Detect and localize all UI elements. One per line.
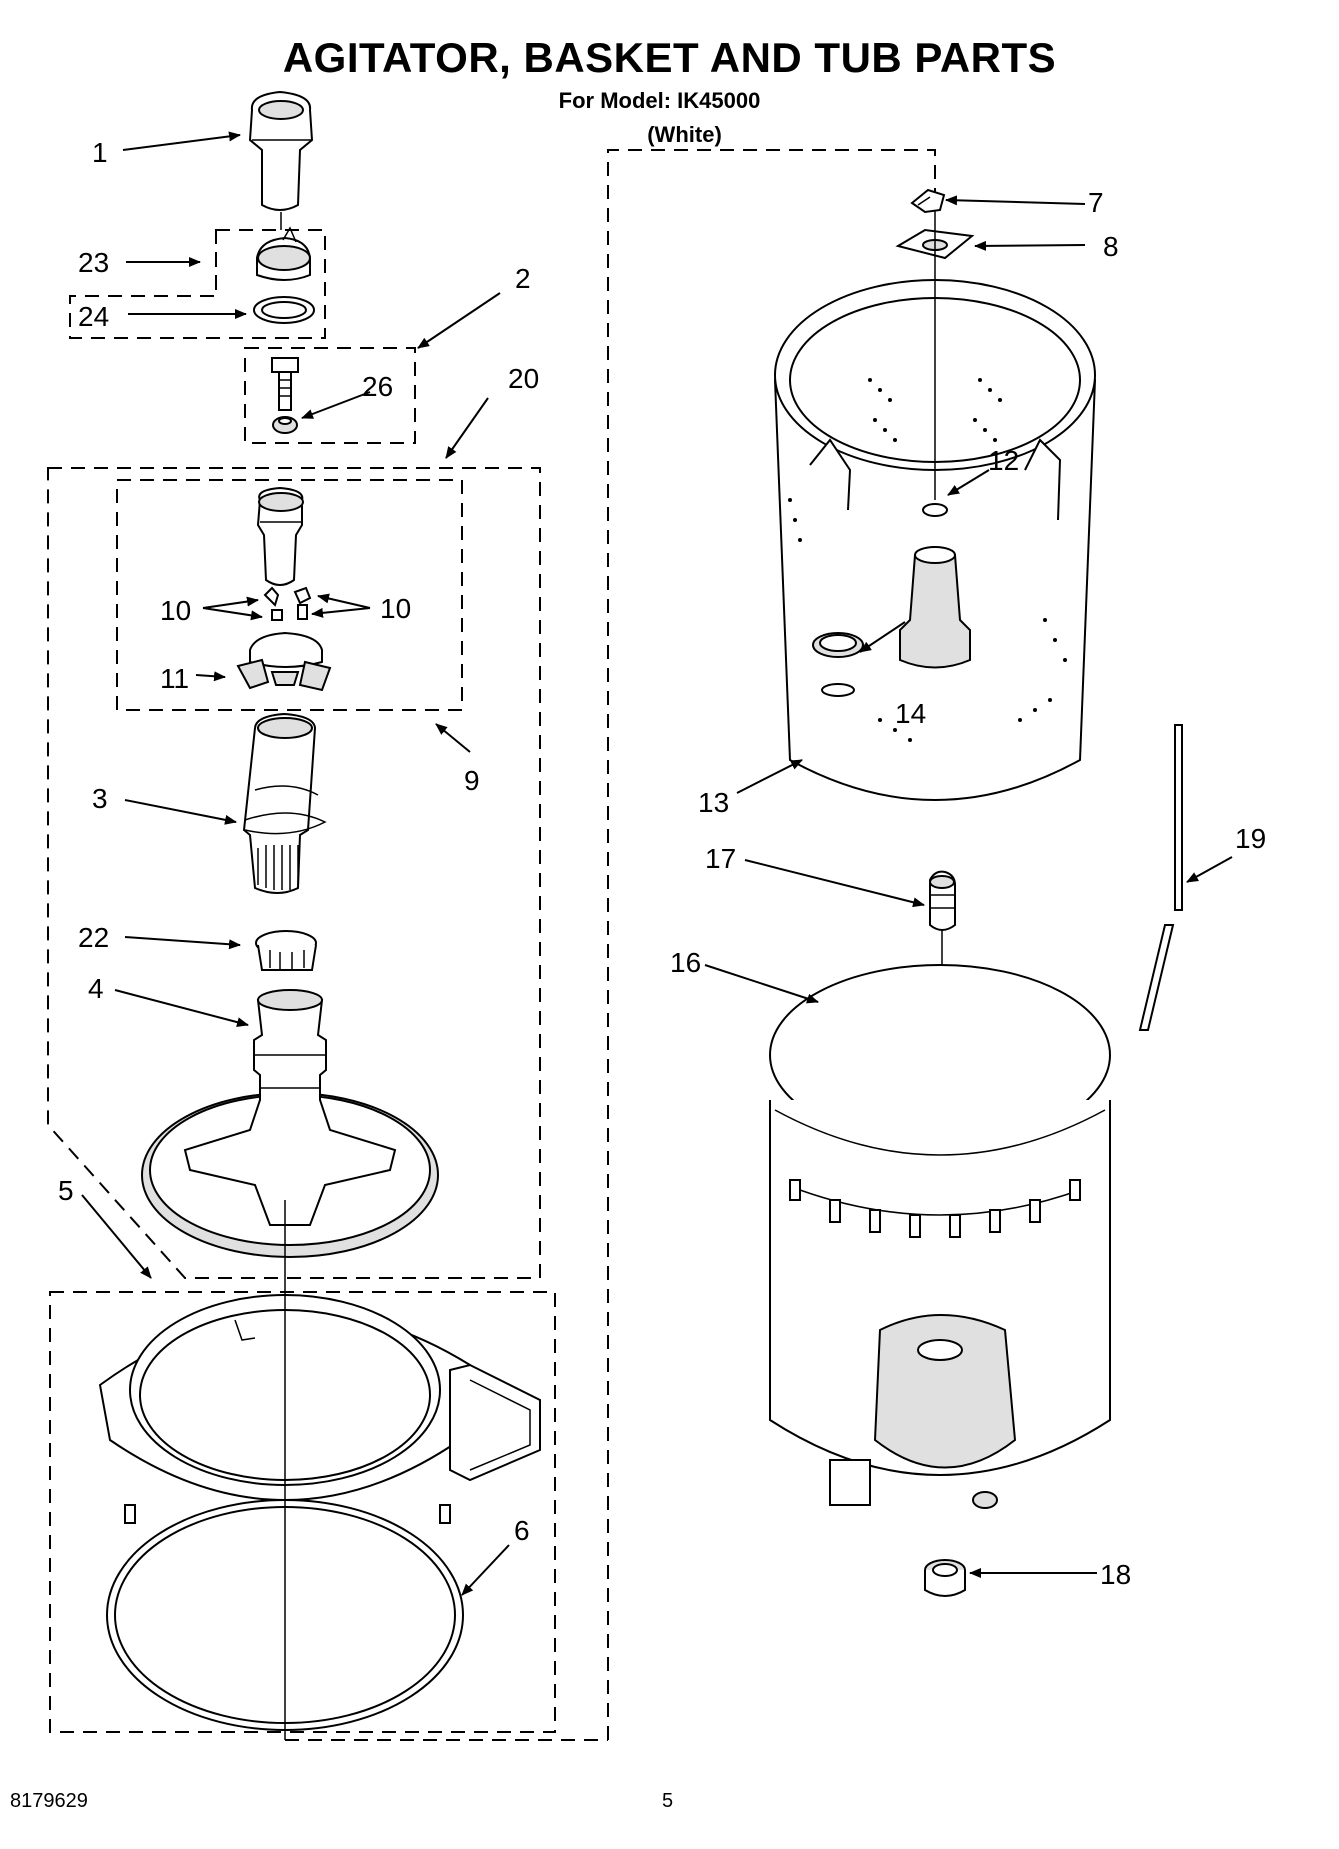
group-2-box [244,347,416,444]
callout-labels: 1 23 24 2 26 20 10 10 11 9 3 22 4 5 6 7 … [58,137,1266,1590]
part-19-hose [1138,724,1183,1031]
callout-13: 13 [698,787,729,818]
callout-23: 23 [78,247,109,278]
part-18-seal [924,1559,966,1597]
part-26-bolt [271,357,299,434]
model-line: For Model: IK45000 [558,88,761,113]
page-number: 5 [662,1790,674,1812]
callout-9: 9 [464,765,480,796]
part-9-dog-assembly [256,486,312,621]
part-13-basket [773,210,1097,801]
part-3-auger [242,712,327,894]
callout-22: 22 [78,922,109,953]
group-5-box [49,1291,556,1733]
callout-4: 4 [88,973,104,1004]
part-7-clip [910,188,946,214]
part-1-agitator-cap [248,90,314,230]
callout-26: 26 [362,371,393,402]
callout-11: 11 [160,663,189,694]
callout-12: 12 [988,445,1019,476]
callout-19: 19 [1235,823,1266,854]
callout-8: 8 [1103,231,1119,262]
part-11-dog [236,631,332,692]
page-title: AGITATOR, BASKET AND TUB PARTS [282,34,1057,81]
document-number: 8179629 [10,1790,88,1812]
callout-5: 5 [58,1175,74,1206]
basket-tub-bracket [607,149,936,1740]
leader-lines [81,131,1233,1596]
part-23-cam [256,226,311,281]
callout-16: 16 [670,947,701,978]
callout-6: 6 [514,1515,530,1546]
group-9-box [116,479,463,711]
callout-14: 14 [895,698,926,729]
callout-10-left: 10 [160,595,191,626]
part-22-ratchet [255,930,317,971]
callout-18: 18 [1100,1559,1131,1590]
callout-10-right: 10 [380,593,411,624]
callout-7: 7 [1088,187,1104,218]
color-line: (White) [647,122,722,147]
part-4-agitator-base [141,989,439,1258]
part-24-ring [253,296,315,324]
part-16-outer-tub [769,964,1111,1509]
callout-2: 2 [515,263,531,294]
callout-20: 20 [508,363,539,394]
group-23-24-box [69,229,326,339]
callout-24: 24 [78,301,109,332]
group-20-box [47,467,541,1279]
callout-17: 17 [705,843,736,874]
callout-1: 1 [92,137,108,168]
callout-3: 3 [92,783,108,814]
